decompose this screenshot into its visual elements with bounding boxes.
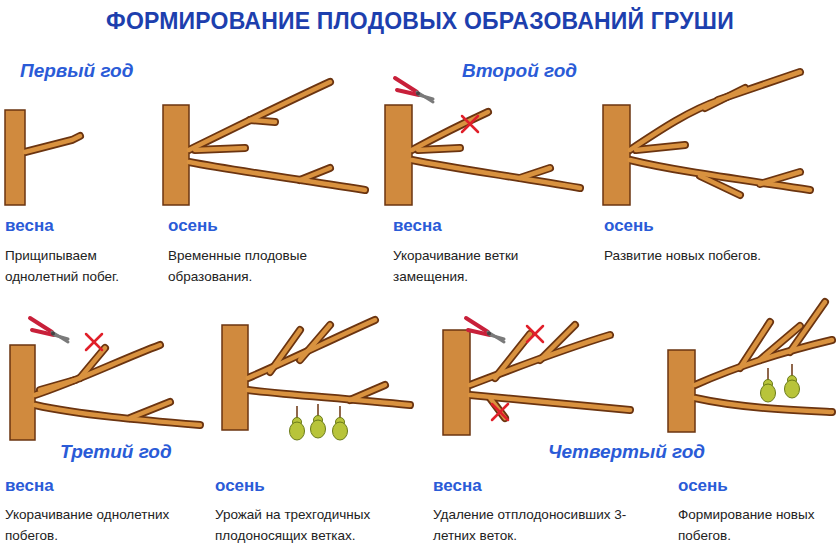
season-label: весна <box>5 476 54 496</box>
step-description: Развитие новых побегов. <box>604 246 829 267</box>
season-label: осень <box>604 216 654 236</box>
step-description: Временные плодовые образования. <box>168 246 373 288</box>
step-description: Укорачивание ветки замещения. <box>393 246 588 288</box>
season-label: весна <box>5 216 54 236</box>
step-description: Укорачивание однолетних побегов. <box>5 505 205 547</box>
year-heading: Четвертый год <box>548 441 705 463</box>
year-heading: Второй год <box>462 60 577 82</box>
season-label: весна <box>393 216 442 236</box>
step-description: Урожай на трехгодичных плодоносящих ветк… <box>215 505 425 547</box>
season-label: осень <box>678 476 728 496</box>
season-label: осень <box>215 476 265 496</box>
step-description: Прищипываем однолетний побег. <box>5 246 160 288</box>
season-label: осень <box>168 216 218 236</box>
season-label: весна <box>433 476 482 496</box>
step-description: Формирование новых побегов. <box>678 505 833 547</box>
year-heading: Третий год <box>60 441 172 463</box>
step-description: Удаление отплодоносивших 3-летних веток. <box>433 505 648 547</box>
diagram-title: ФОРМИРОВАНИЕ ПЛОДОВЫХ ОБРАЗОВАНИЙ ГРУШИ <box>106 8 734 35</box>
year-heading: Первый год <box>20 60 133 82</box>
